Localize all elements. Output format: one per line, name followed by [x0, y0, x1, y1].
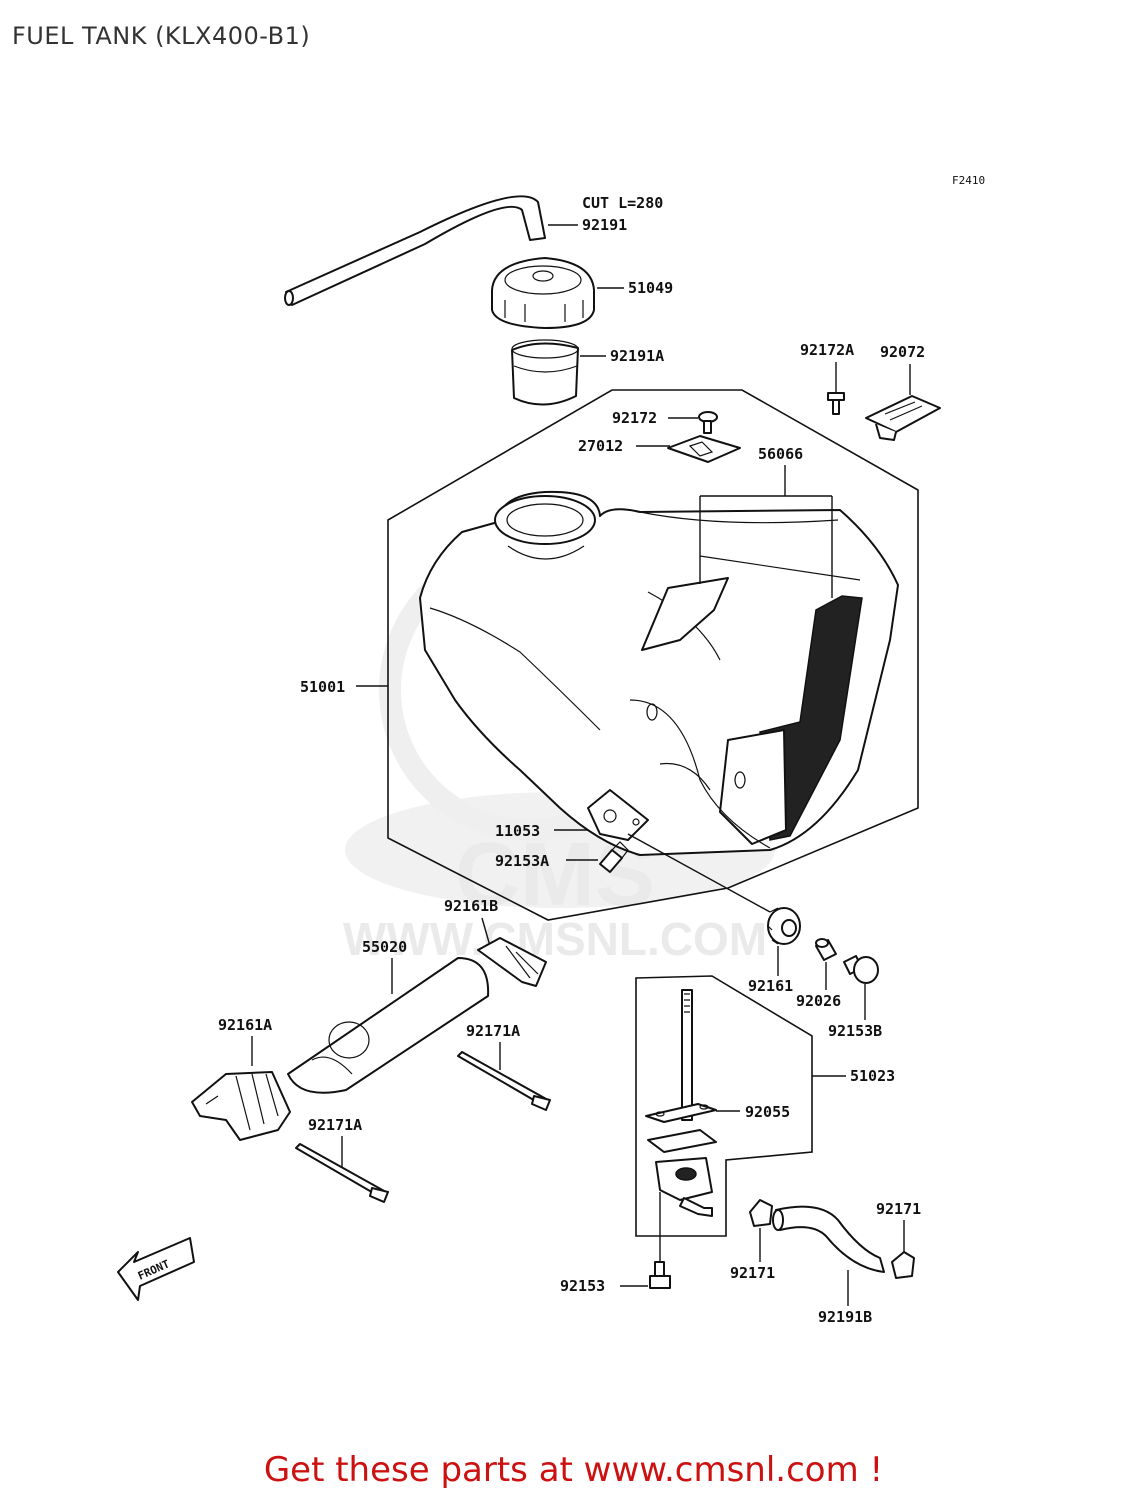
cap-gasket-92191A[interactable]: [511, 339, 579, 406]
breather-hose-92191[interactable]: [284, 195, 546, 306]
bracket-11053[interactable]: [587, 789, 649, 841]
label-11053: 11053: [495, 822, 540, 840]
label-92072: 92072: [880, 343, 925, 361]
label-56066: 56066: [758, 445, 803, 463]
fuel-cap-51049[interactable]: [491, 257, 595, 329]
pad-92161B[interactable]: [477, 937, 547, 987]
label-92191B: 92191B: [818, 1308, 872, 1326]
screw-92172A[interactable]: [827, 392, 845, 415]
bracket-92072[interactable]: [865, 395, 941, 441]
label-92172: 92172: [612, 409, 657, 427]
grommet-92161[interactable]: [767, 907, 801, 945]
figure-code: F2410: [952, 174, 985, 187]
label-92161A: 92161A: [218, 1016, 272, 1034]
gasket-92055[interactable]: [645, 1103, 717, 1123]
label-51001: 51001: [300, 678, 345, 696]
label-92191A: 92191A: [610, 347, 664, 365]
cut-note: CUT L=280: [582, 194, 663, 212]
label-92171-right: 92171: [876, 1200, 921, 1218]
bolt-92153[interactable]: [649, 1261, 671, 1289]
clamp-92171-right[interactable]: [891, 1251, 915, 1279]
label-92161: 92161: [748, 977, 793, 995]
screw-92172[interactable]: [698, 411, 718, 434]
fuel-cock-51023[interactable]: [647, 989, 717, 1217]
pad-92161A[interactable]: [191, 1071, 291, 1141]
strap-92171A-upper[interactable]: [457, 1051, 551, 1111]
collar-92026[interactable]: [815, 938, 837, 961]
label-92171-left: 92171: [730, 1264, 775, 1282]
promo-link[interactable]: Get these parts at www.cmsnl.com !: [263, 1450, 884, 1490]
clamp-92171-left[interactable]: [749, 1199, 773, 1227]
front-arrow-icon: FRONT: [117, 1237, 195, 1301]
tank-group-outline: [387, 389, 919, 921]
fuel-tank-51001[interactable]: [419, 490, 899, 856]
label-92171A-lower: 92171A: [308, 1116, 362, 1134]
label-92172A: 92172A: [800, 341, 854, 359]
label-27012: 27012: [578, 437, 623, 455]
fuel-hose-92191B[interactable]: [772, 1205, 885, 1273]
guide-line-92161: [627, 833, 771, 913]
page-title: FUEL TANK (KLX400-B1): [12, 22, 311, 50]
leader-92161B: [481, 917, 491, 947]
label-92153B: 92153B: [828, 1022, 882, 1040]
bolt-92153B[interactable]: [843, 955, 879, 984]
label-92171A-upper: 92171A: [466, 1022, 520, 1040]
fuel-cock-group-outline: [635, 975, 813, 1237]
label-92161B: 92161B: [444, 897, 498, 915]
cover-55020[interactable]: [287, 957, 490, 1094]
label-51023: 51023: [850, 1067, 895, 1085]
bolt-92153A[interactable]: [599, 841, 629, 873]
label-55020: 55020: [362, 938, 407, 956]
plate-27012[interactable]: [667, 435, 741, 463]
label-92153: 92153: [560, 1277, 605, 1295]
watermark-url: WWW.CMSNL.COM: [343, 913, 767, 965]
label-51049: 51049: [628, 279, 673, 297]
label-92153A: 92153A: [495, 852, 549, 870]
label-92055: 92055: [745, 1103, 790, 1121]
strap-92171A-lower[interactable]: [295, 1143, 389, 1203]
label-92191: 92191: [582, 216, 627, 234]
leader-56066: [699, 465, 833, 598]
label-92026: 92026: [796, 992, 841, 1010]
